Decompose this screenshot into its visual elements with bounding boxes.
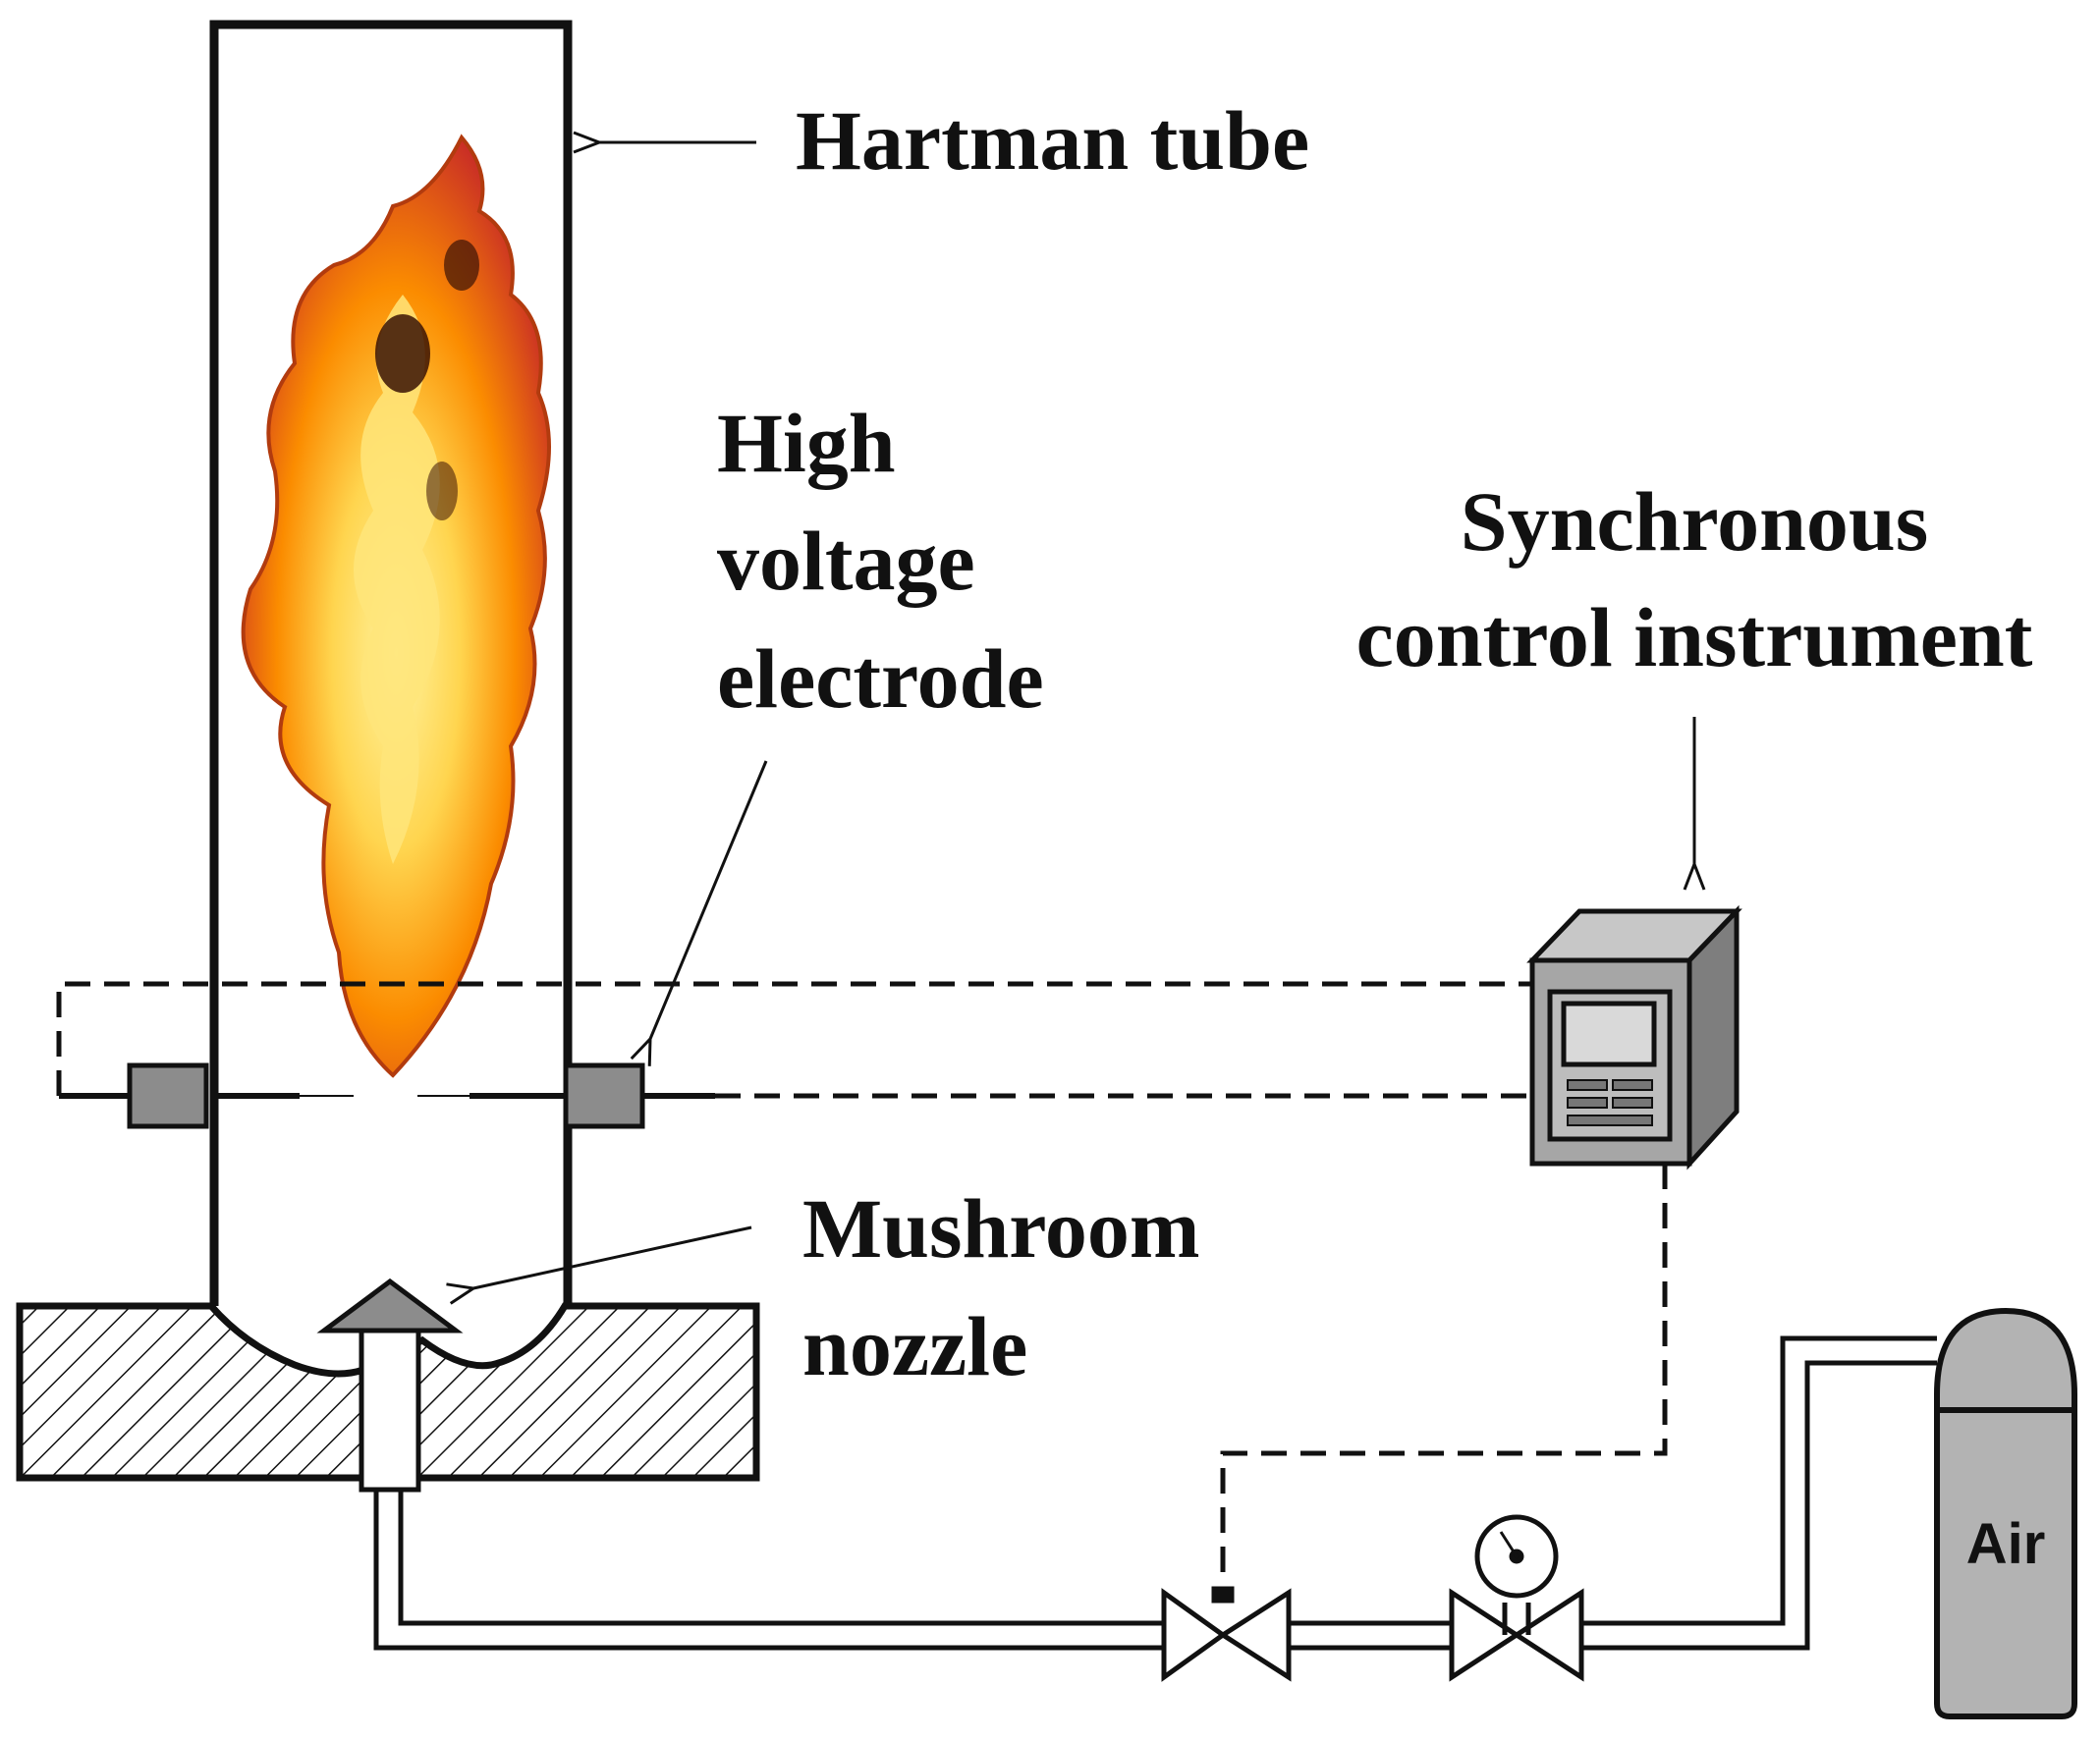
electrode-label-line2: voltage [717, 514, 975, 608]
instrument-label-line2: control instrument [1356, 590, 2033, 684]
nozzle-label-line2: nozzle [802, 1299, 1027, 1393]
valve-icon [1161, 1586, 1292, 1682]
pointer-arrows [473, 142, 1694, 1288]
electrode-label-line1: High [717, 396, 896, 490]
hartman-tube-label: Hartman tube [796, 93, 1309, 188]
high-voltage-electrodes [59, 1062, 715, 1129]
pressure-gauge-icon [1449, 1514, 1584, 1682]
electrode-label-line3: electrode [717, 631, 1044, 726]
instrument-box-icon [1526, 904, 1742, 1170]
hartman-tube [209, 20, 573, 1306]
air-supply-pipe [373, 1335, 1937, 1651]
nozzle-label-line1: Mushroom [802, 1181, 1200, 1276]
air-cylinder-label: Air [1966, 1512, 2046, 1576]
mushroom-nozzle [316, 1278, 464, 1493]
air-cylinder-icon [1934, 1307, 2077, 1719]
flame-icon [241, 134, 551, 1078]
control-wiring [56, 981, 1668, 1586]
instrument-label-line1: Synchronous [1461, 474, 1928, 569]
